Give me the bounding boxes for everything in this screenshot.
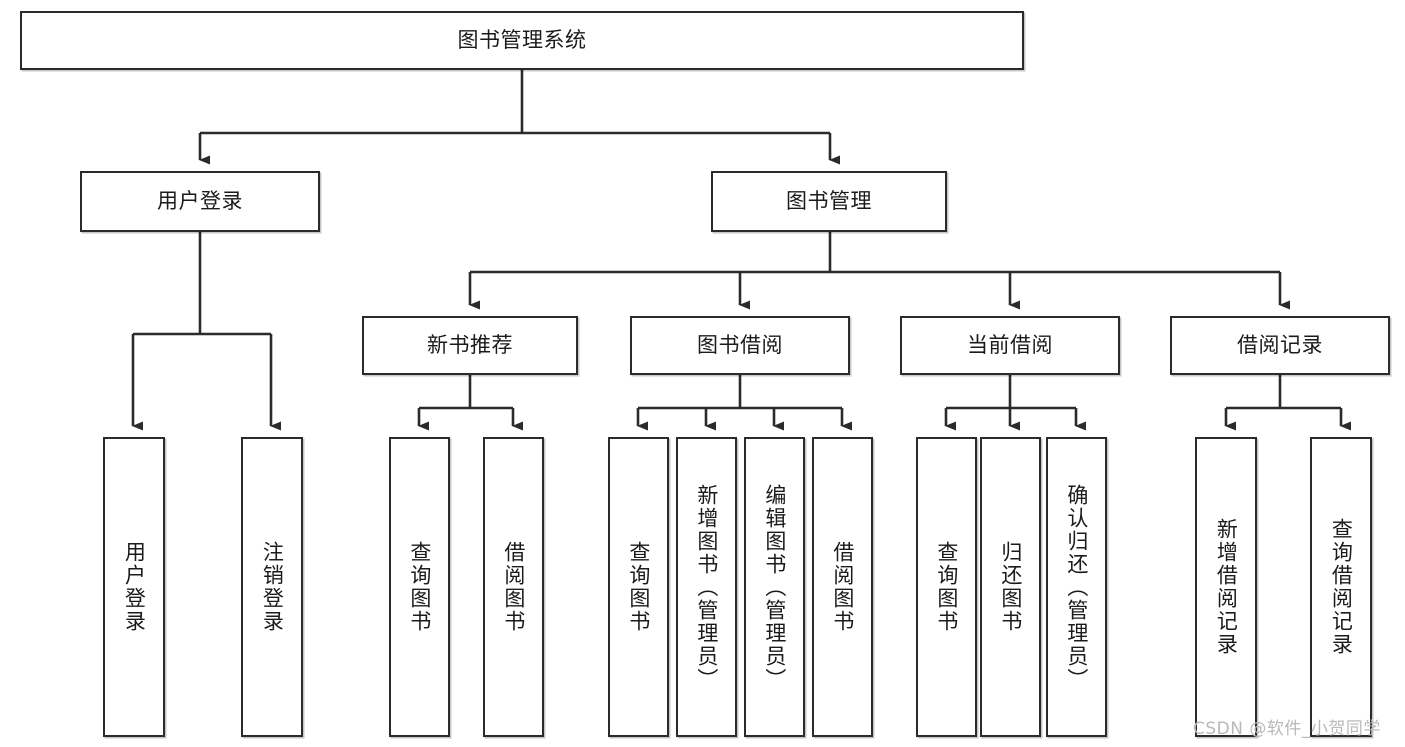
node-label: 确认归还（管理员） <box>1064 483 1089 691</box>
node-label: 图书管理系统 <box>457 28 587 53</box>
node-book-management[interactable]: 图书管理 <box>711 171 947 232</box>
leaf-current-borrow-confirm-admin[interactable]: 确认归还（管理员） <box>1046 437 1107 737</box>
watermark-text: CSDN @软件_小贺同学 <box>1193 719 1381 739</box>
node-label: 用户登录 <box>122 541 147 633</box>
node-label: 借阅记录 <box>1237 333 1323 358</box>
node-label: 借阅图书 <box>501 541 526 633</box>
node-label: 查询图书 <box>407 541 432 633</box>
node-label: 查询图书 <box>626 541 651 633</box>
leaf-borrow-record-add[interactable]: 新增借阅记录 <box>1195 437 1257 737</box>
node-label: 用户登录 <box>157 189 243 214</box>
node-label: 图书管理 <box>786 189 872 214</box>
node-label: 新书推荐 <box>427 333 513 358</box>
leaf-book-borrow-edit-admin[interactable]: 编辑图书（管理员） <box>744 437 805 737</box>
leaf-user-login-logout[interactable]: 注销登录 <box>241 437 303 737</box>
leaf-user-login-login[interactable]: 用户登录 <box>103 437 165 737</box>
leaf-book-borrow-query[interactable]: 查询图书 <box>608 437 669 737</box>
node-new-book-recommend[interactable]: 新书推荐 <box>362 316 578 375</box>
leaf-book-borrow-borrow[interactable]: 借阅图书 <box>812 437 873 737</box>
node-current-borrow[interactable]: 当前借阅 <box>900 316 1120 375</box>
node-root-book-management-system[interactable]: 图书管理系统 <box>20 11 1024 70</box>
node-book-borrow[interactable]: 图书借阅 <box>630 316 850 375</box>
node-label: 当前借阅 <box>967 333 1053 358</box>
node-label: 查询图书 <box>934 541 959 633</box>
node-user-login[interactable]: 用户登录 <box>80 171 320 232</box>
node-label: 新增图书（管理员） <box>694 483 719 691</box>
node-label: 注销登录 <box>260 541 285 633</box>
leaf-current-borrow-query[interactable]: 查询图书 <box>916 437 977 737</box>
leaf-new-book-borrow[interactable]: 借阅图书 <box>483 437 544 737</box>
node-label: 归还图书 <box>998 541 1023 633</box>
node-label: 新增借阅记录 <box>1214 518 1239 656</box>
leaf-new-book-query[interactable]: 查询图书 <box>389 437 450 737</box>
leaf-book-borrow-add-admin[interactable]: 新增图书（管理员） <box>676 437 737 737</box>
leaf-current-borrow-return[interactable]: 归还图书 <box>980 437 1041 737</box>
node-borrow-record[interactable]: 借阅记录 <box>1170 316 1390 375</box>
node-label: 借阅图书 <box>830 541 855 633</box>
node-label: 编辑图书（管理员） <box>762 483 787 691</box>
node-label: 查询借阅记录 <box>1329 518 1354 656</box>
leaf-borrow-record-query[interactable]: 查询借阅记录 <box>1310 437 1372 737</box>
node-label: 图书借阅 <box>697 333 783 358</box>
